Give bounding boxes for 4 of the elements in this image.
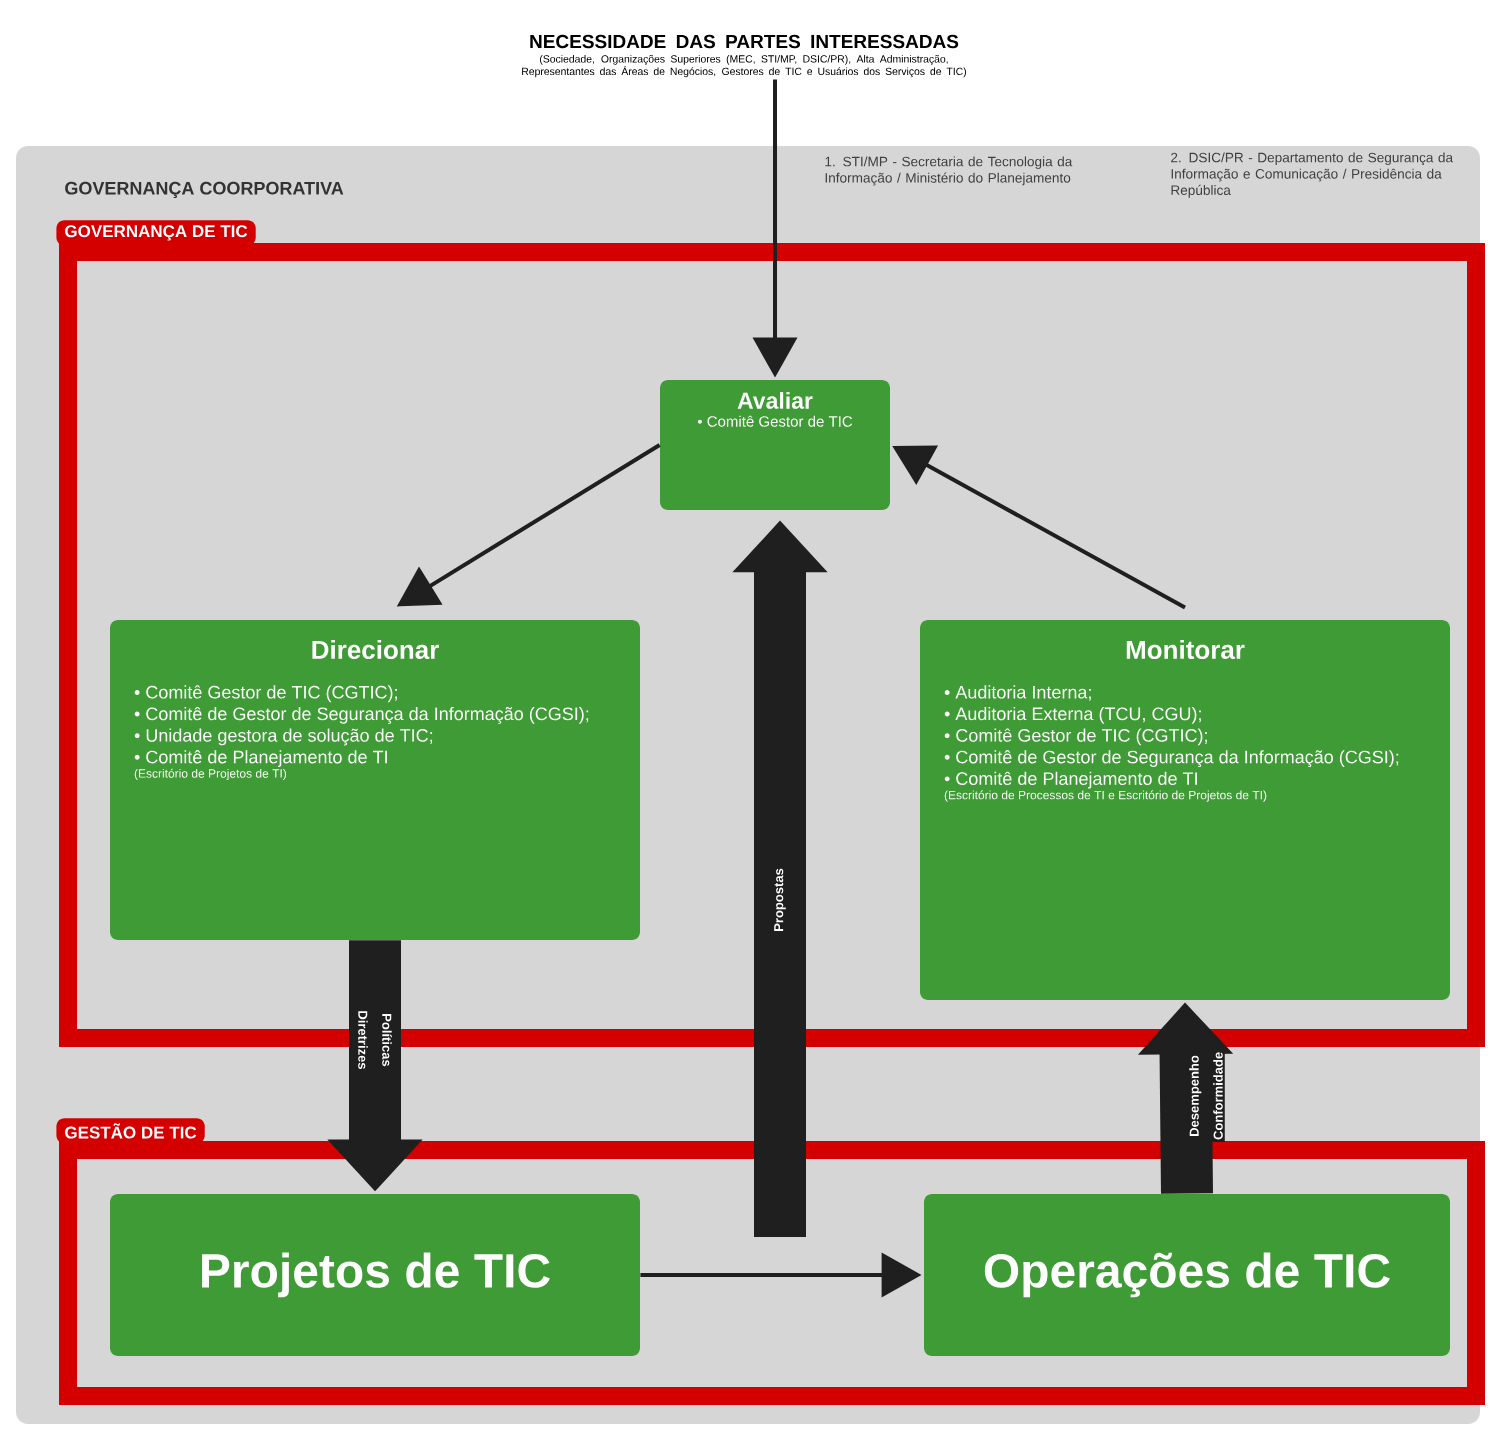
process-box: Operações de TIC	[924, 1193, 1450, 1356]
process-box: Projetos de TIC	[110, 1193, 640, 1356]
node-label: GOVERNANÇA DE TIC	[65, 225, 248, 241]
node-label: GESTÃO DE TIC	[65, 1123, 197, 1139]
